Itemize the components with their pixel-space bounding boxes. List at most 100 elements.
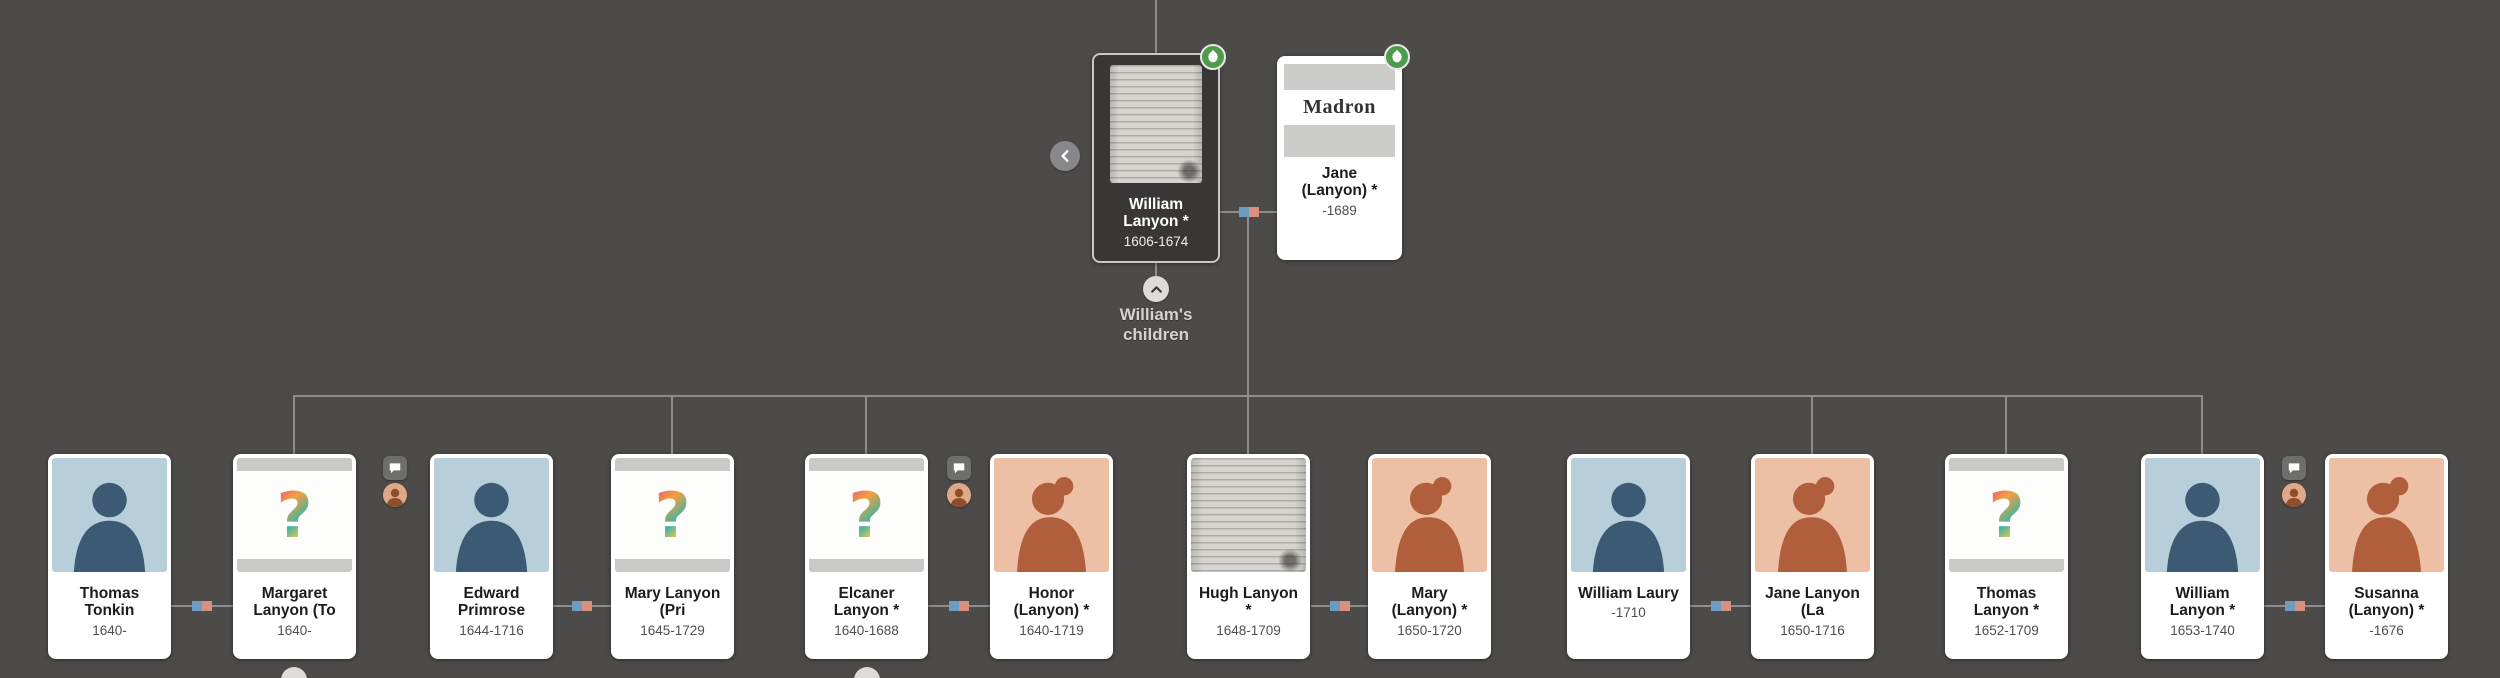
person-name: William Laury bbox=[1578, 585, 1679, 602]
record-redaction-bar bbox=[1284, 64, 1395, 90]
person-name: Margaret Lanyon (To bbox=[253, 585, 336, 620]
male-silhouette-image bbox=[52, 458, 167, 572]
person-dates: -1689 bbox=[1322, 202, 1357, 218]
expand-ancestors-button[interactable] bbox=[1050, 141, 1080, 171]
speech-bubble-icon[interactable] bbox=[947, 456, 971, 480]
person-dates: -1710 bbox=[1611, 605, 1646, 621]
record-place-text: Madron bbox=[1303, 96, 1376, 118]
female-connector-square bbox=[582, 601, 592, 611]
question-mark-image: ? bbox=[615, 458, 730, 572]
couple-connector bbox=[1220, 205, 1277, 219]
tree-line bbox=[293, 395, 295, 454]
person-card-mary-lanyon[interactable]: Mary (Lanyon) * 1650-1720 bbox=[1368, 454, 1491, 659]
person-dates: 1640-1719 bbox=[1019, 622, 1084, 638]
hint-badge-group bbox=[382, 456, 408, 507]
male-silhouette-image bbox=[1571, 458, 1686, 572]
person-dates: 1645-1729 bbox=[640, 622, 705, 638]
person-dates: 1606-1674 bbox=[1123, 233, 1189, 249]
person-name: William Lanyon * bbox=[2169, 585, 2236, 620]
person-dates: 1640- bbox=[277, 622, 312, 638]
person-card-elcaner-lanyon[interactable]: ? Elcaner Lanyon * 1640-1688 bbox=[805, 454, 928, 659]
female-connector-square bbox=[2294, 601, 2305, 611]
person-card-william-laury[interactable]: William Laury -1710 bbox=[1567, 454, 1690, 659]
person-name: Jane Lanyon (La bbox=[1765, 585, 1860, 620]
male-connector-square bbox=[1329, 601, 1340, 611]
collapse-children-button[interactable] bbox=[1143, 276, 1169, 302]
question-mark-image: ? bbox=[809, 458, 924, 572]
person-hint-icon[interactable] bbox=[383, 483, 407, 507]
couple-connector bbox=[2264, 599, 2325, 613]
person-dates: 1648-1709 bbox=[1216, 622, 1281, 638]
hint-leaf-icon[interactable] bbox=[1200, 44, 1226, 70]
question-mark-image: ? bbox=[1949, 458, 2064, 572]
person-hint-icon[interactable] bbox=[947, 483, 971, 507]
person-card-jane-lanyon-laury[interactable]: Jane Lanyon (La 1650-1716 bbox=[1751, 454, 1874, 659]
person-card-hugh-lanyon[interactable]: Hugh Lanyon * 1648-1709 bbox=[1187, 454, 1310, 659]
person-name: Thomas Tonkin bbox=[79, 585, 140, 620]
female-connector-square bbox=[1248, 207, 1259, 217]
person-card-honor-lanyon[interactable]: Honor (Lanyon) * 1640-1719 bbox=[990, 454, 1113, 659]
person-card-margaret-lanyon[interactable]: ? Margaret Lanyon (To 1640- bbox=[233, 454, 356, 659]
record-redaction-bar bbox=[1284, 125, 1395, 157]
person-name: Hugh Lanyon * bbox=[1198, 585, 1299, 620]
male-silhouette-image bbox=[2145, 458, 2260, 572]
person-name: Honor (Lanyon) * bbox=[1013, 585, 1090, 620]
speech-bubble-icon[interactable] bbox=[383, 456, 407, 480]
person-card-william-lanyon-son[interactable]: William Lanyon * 1653-1740 bbox=[2141, 454, 2264, 659]
person-dates: 1640-1688 bbox=[834, 622, 899, 638]
person-name: Jane (Lanyon) * bbox=[1301, 165, 1378, 200]
female-connector-square bbox=[202, 601, 212, 611]
hint-leaf-icon[interactable] bbox=[1384, 44, 1410, 70]
male-connector-square bbox=[192, 601, 202, 611]
hint-badge-group bbox=[2281, 456, 2307, 507]
male-silhouette-image bbox=[434, 458, 549, 572]
male-connector-square bbox=[949, 601, 959, 611]
person-card-mary-lanyon-primrose[interactable]: ? Mary Lanyon (Pri 1645-1729 bbox=[611, 454, 734, 659]
person-name: Thomas Lanyon * bbox=[1973, 585, 2040, 620]
children-group-label: William's children bbox=[1119, 305, 1193, 345]
tree-line bbox=[671, 395, 673, 454]
person-card-edward-primrose[interactable]: Edward Primrose 1644-1716 bbox=[430, 454, 553, 659]
tree-line bbox=[2201, 395, 2203, 454]
person-card-thomas-lanyon[interactable]: ? Thomas Lanyon * 1652-1709 bbox=[1945, 454, 2068, 659]
female-silhouette-image bbox=[1755, 458, 1870, 572]
female-silhouette-image bbox=[2329, 458, 2444, 572]
leaf-shape bbox=[1205, 49, 1221, 65]
male-connector-square bbox=[1710, 601, 1721, 611]
person-card-susanna-lanyon[interactable]: Susanna (Lanyon) * -1676 bbox=[2325, 454, 2448, 659]
female-connector-square bbox=[1339, 601, 1350, 611]
person-card-thomas-tonkin[interactable]: Thomas Tonkin 1640- bbox=[48, 454, 171, 659]
question-glyph: ? bbox=[276, 478, 313, 552]
person-dates: 1650-1720 bbox=[1397, 622, 1462, 638]
couple-connector bbox=[1690, 599, 1751, 613]
couple-connector bbox=[928, 599, 990, 613]
document-image bbox=[1110, 65, 1202, 183]
hint-badge-group bbox=[946, 456, 972, 507]
expand-children-button[interactable] bbox=[854, 667, 880, 678]
chevron-left-icon bbox=[1061, 150, 1069, 162]
tree-line bbox=[865, 395, 867, 454]
tree-line bbox=[2005, 395, 2007, 454]
female-silhouette-image bbox=[1372, 458, 1487, 572]
speech-bubble-icon[interactable] bbox=[2282, 456, 2306, 480]
person-name: William Lanyon * bbox=[1123, 196, 1189, 231]
person-card-jane-lanyon-mother[interactable]: Madron Jane (Lanyon) * -1689 bbox=[1277, 56, 1402, 260]
expand-children-button[interactable] bbox=[281, 667, 307, 678]
couple-connector bbox=[171, 599, 233, 613]
person-dates: 1653-1740 bbox=[2170, 622, 2235, 638]
couple-connector bbox=[553, 599, 611, 613]
person-name: Elcaner Lanyon * bbox=[833, 585, 900, 620]
male-connector-square bbox=[2284, 601, 2295, 611]
person-hint-icon[interactable] bbox=[2282, 483, 2306, 507]
chevron-up-icon bbox=[1150, 285, 1162, 293]
person-card-william-lanyon-father[interactable]: William Lanyon * 1606-1674 bbox=[1092, 53, 1220, 263]
question-glyph: ? bbox=[1988, 478, 2025, 552]
tree-line bbox=[1247, 395, 1249, 454]
question-glyph: ? bbox=[848, 478, 885, 552]
person-name: Mary (Lanyon) * bbox=[1391, 585, 1468, 620]
male-connector-square bbox=[1238, 207, 1249, 217]
person-dates: -1676 bbox=[2369, 622, 2404, 638]
question-mark-image: ? bbox=[237, 458, 352, 572]
tree-line bbox=[1811, 395, 1813, 454]
